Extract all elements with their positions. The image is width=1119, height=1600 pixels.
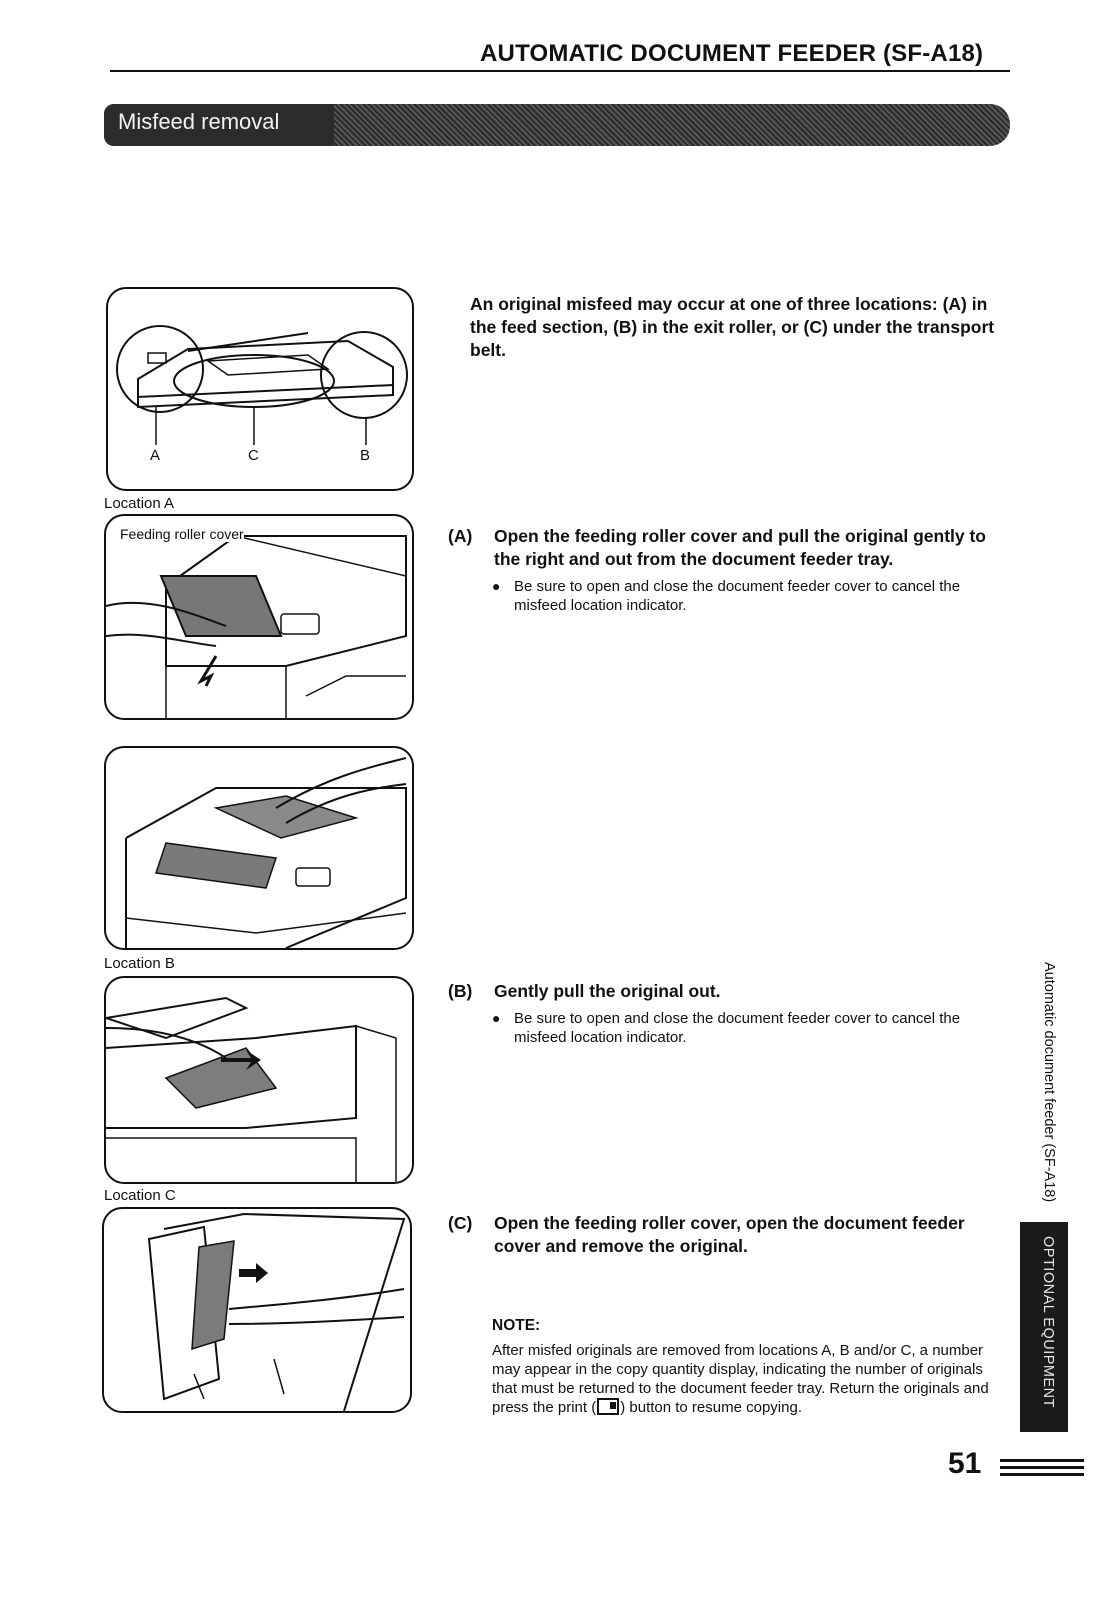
side-tab-label: OPTIONAL EQUIPMENT bbox=[1040, 1236, 1056, 1409]
note-text-before: After misfed originals are removed from … bbox=[492, 1342, 989, 1416]
location-a-tray-illustration bbox=[104, 746, 414, 950]
callout-label-a: A bbox=[150, 447, 161, 464]
step-c-heading: (C) Open the feeding roller cover, open … bbox=[448, 1212, 1016, 1258]
location-c-caption: Location C bbox=[104, 1187, 176, 1204]
location-c-illustration bbox=[102, 1207, 412, 1413]
bullet-dot-icon: ● bbox=[492, 1010, 501, 1026]
step-b-heading: (B) Gently pull the original out. bbox=[448, 980, 1016, 1003]
step-b: (B) Gently pull the original out. ● Be s… bbox=[448, 980, 1016, 1047]
print-button-icon bbox=[597, 1398, 620, 1415]
step-a-letter: (A) bbox=[448, 526, 473, 546]
location-a-illustration: Feeding roller cover bbox=[104, 514, 414, 720]
note-body: After misfed originals are removed from … bbox=[492, 1341, 1012, 1417]
side-section-label: Automatic document feeder (SF-A18) bbox=[1041, 962, 1057, 1203]
step-c-letter: (C) bbox=[448, 1213, 473, 1233]
page-number: 51 bbox=[948, 1447, 982, 1480]
section-banner-label-bg bbox=[104, 104, 334, 146]
step-b-bullet: ● Be sure to open and close the document… bbox=[448, 1009, 1016, 1047]
step-b-letter: (B) bbox=[448, 981, 473, 1001]
page-number-rule bbox=[1000, 1466, 1084, 1469]
location-a-tray-drawing bbox=[125, 757, 407, 948]
location-b-caption: Location B bbox=[104, 955, 175, 972]
step-b-bullet-text: Be sure to open and close the document f… bbox=[514, 1010, 961, 1046]
location-b-illustration bbox=[104, 976, 414, 1184]
feeder-overview-drawing bbox=[116, 325, 408, 445]
step-a-bullet-text: Be sure to open and close the document f… bbox=[514, 578, 961, 614]
callout-label-c: C bbox=[248, 447, 259, 464]
page-number-rule bbox=[1000, 1459, 1084, 1462]
side-tab bbox=[1020, 1222, 1068, 1432]
page-header-title: AUTOMATIC DOCUMENT FEEDER (SF-A18) bbox=[480, 40, 984, 67]
bullet-dot-icon: ● bbox=[492, 578, 501, 594]
feeding-roller-cover-callout: Feeding roller cover bbox=[120, 526, 244, 542]
overview-illustration: A C B bbox=[106, 287, 414, 491]
step-a: (A) Open the feeding roller cover and pu… bbox=[448, 525, 1016, 615]
step-a-bullet: ● Be sure to open and close the document… bbox=[448, 577, 1016, 615]
step-a-heading: (A) Open the feeding roller cover and pu… bbox=[448, 525, 1016, 571]
note-text-after: ) button to resume copying. bbox=[620, 1399, 802, 1416]
intro-text: An original misfeed may occur at one of … bbox=[470, 294, 995, 360]
step-a-instruction: Open the feeding roller cover and pull t… bbox=[494, 526, 986, 569]
location-a-drawing bbox=[106, 535, 407, 718]
location-c-drawing bbox=[147, 1212, 406, 1411]
step-c: (C) Open the feeding roller cover, open … bbox=[448, 1212, 1016, 1258]
step-c-instruction: Open the feeding roller cover, open the … bbox=[494, 1213, 965, 1256]
location-a-caption: Location A bbox=[104, 495, 175, 512]
note-heading: NOTE: bbox=[492, 1317, 541, 1334]
step-b-instruction: Gently pull the original out. bbox=[494, 981, 721, 1001]
header-rule bbox=[110, 70, 1010, 72]
page-number-rule bbox=[1000, 1473, 1084, 1476]
location-b-drawing bbox=[106, 996, 397, 1182]
section-title: Misfeed removal bbox=[118, 109, 280, 134]
callout-label-b: B bbox=[360, 447, 371, 464]
